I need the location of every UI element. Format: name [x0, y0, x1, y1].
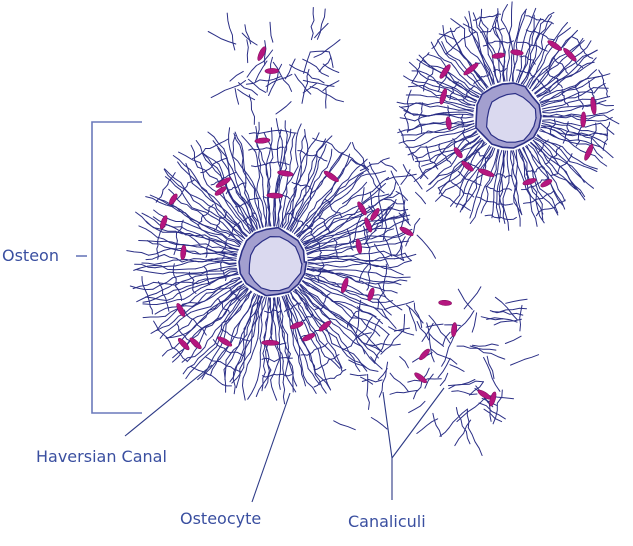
osteocyte-cell [189, 337, 202, 350]
osteocyte-cell [522, 178, 537, 186]
osteocyte-cell [169, 193, 178, 205]
osteocyte-cell [257, 46, 266, 61]
osteocyte-cell [323, 170, 339, 183]
osteocyte-cell [217, 336, 233, 347]
canaliculi-leader-line [382, 387, 445, 500]
osteocyte-cell [540, 179, 553, 188]
osteocyte-cell [510, 49, 524, 56]
osteocyte-leader-line [251, 392, 291, 503]
osteocyte-cell [439, 88, 447, 105]
osteocyte-cell [477, 168, 495, 177]
osteocyte-cell [584, 144, 594, 161]
osteocyte-cell [318, 320, 332, 332]
osteocyte-cell [370, 208, 380, 221]
osteocyte-label: Osteocyte [180, 509, 261, 528]
haversian-canals [238, 82, 543, 297]
osteocyte-cell [580, 111, 587, 128]
osteocyte-cell [453, 147, 463, 159]
osteocyte-cell [177, 338, 190, 351]
haversian-canal-label: Haversian Canal [36, 447, 167, 466]
osteocyte-cell [489, 391, 497, 407]
osteocyte-cell [254, 137, 271, 144]
osteocyte-cell [341, 277, 349, 294]
osteocyte-cell [214, 186, 227, 196]
osteocyte-cell [180, 244, 187, 260]
osteocyte-cell [491, 52, 506, 59]
osteocyte-cell [266, 192, 284, 199]
osteocyte-cell [215, 177, 231, 188]
osteocyte-cell [264, 68, 279, 74]
haversian-canal-lumen [248, 235, 303, 292]
osteon-bracket [91, 121, 142, 414]
osteocyte-cell [355, 238, 363, 254]
osteocytes [159, 40, 597, 407]
osteocyte-cell [302, 333, 316, 342]
osteocyte-cell [590, 96, 597, 115]
osteocyte-cell [159, 215, 168, 230]
osteocyte-cell [367, 287, 375, 302]
osteocyte-cell [419, 348, 430, 361]
osteocyte-cell [176, 303, 186, 317]
osteocyte-cell [399, 226, 414, 237]
osteocyte-cell [289, 321, 304, 330]
osteocyte-cell [277, 170, 294, 177]
osteocyte-cell [463, 62, 479, 76]
osteocyte-cell [438, 300, 452, 306]
canaliculi-label: Canaliculi [348, 512, 426, 531]
canaliculi-network [126, 1, 620, 456]
osteocyte-cell [261, 339, 280, 346]
osteocyte-cell [547, 40, 562, 51]
haversian-canal-leader-line [124, 364, 213, 437]
osteocyte-cell [364, 217, 373, 233]
osteocyte-cell [414, 372, 427, 384]
osteon-label: Osteon [2, 246, 59, 265]
osteocyte-cell [563, 48, 577, 62]
osteocyte-cell [451, 322, 458, 337]
osteocyte-cell [445, 116, 452, 131]
haversian-canal-lumen [485, 92, 537, 143]
osteocyte-cell [439, 64, 451, 79]
osteocyte-cell [461, 160, 474, 172]
osteocyte-cell [357, 201, 367, 216]
